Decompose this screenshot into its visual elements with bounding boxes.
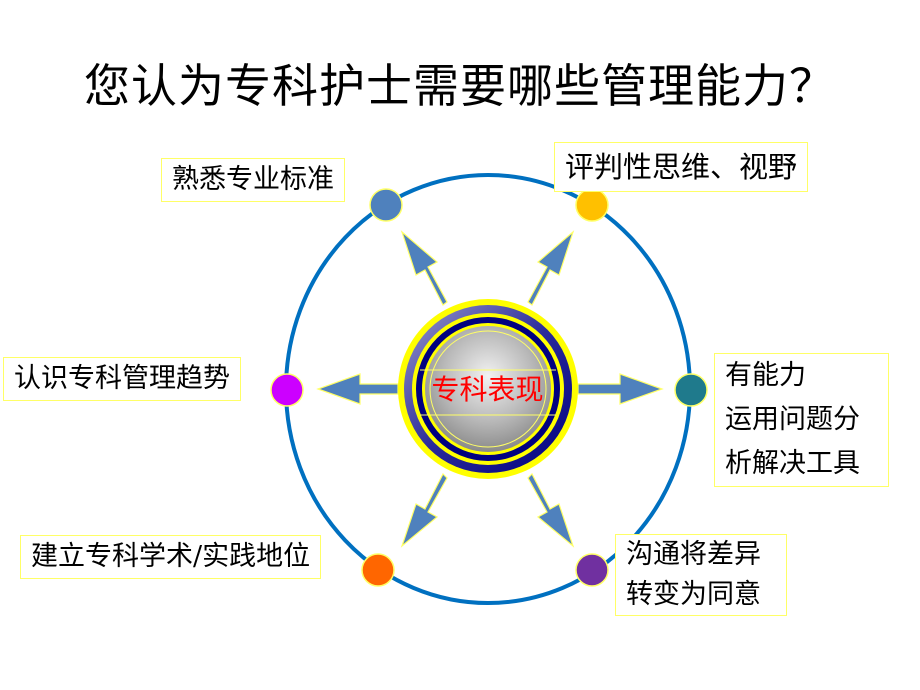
node-text-line: 转变为同意 [626, 579, 761, 610]
node-text-line: 析解决工具 [725, 448, 860, 479]
node-text-line: 有能力 [725, 360, 806, 391]
node-label-left: 认识专科管理趋势 [3, 357, 241, 401]
node-dot-top-left [369, 188, 403, 222]
node-text: 评判性思维、视野 [565, 150, 798, 184]
node-text-line: 运用问题分 [725, 404, 860, 435]
node-dot-top-right [575, 188, 609, 222]
node-text: 熟悉专业标准 [172, 164, 334, 195]
node-dot-left [270, 373, 304, 407]
node-text-line: 沟通将差异 [626, 539, 761, 570]
arrow-right [577, 373, 664, 405]
node-dot-bottom-left [361, 553, 395, 587]
arrow-bottom-right [527, 472, 575, 548]
node-text: 认识专科管理趋势 [14, 363, 230, 394]
node-text: 建立专科学术/实践地位 [31, 541, 311, 572]
arrow-bottom-left [400, 472, 448, 548]
arrow-top-left [400, 230, 448, 306]
node-label-top-left: 熟悉专业标准 [161, 158, 345, 202]
arrows [316, 230, 664, 548]
node-label-bottom-right: 沟通将差异 转变为同意 [615, 534, 787, 616]
node-label-bottom-left: 建立专科学术/实践地位 [20, 535, 322, 579]
slide-title: 您认为专科护士需要哪些管理能力？ [84, 59, 836, 113]
arrow-top-right [527, 230, 575, 306]
node-label-top-right: 评判性思维、视野 [554, 142, 809, 192]
arrow-left [316, 373, 399, 405]
center-label: 专科表现 [431, 373, 544, 406]
node-dot-bottom-right [575, 553, 609, 587]
node-dot-right [674, 373, 708, 407]
node-label-right: 有能力 运用问题分 析解决工具 [714, 353, 889, 487]
center-medallion [398, 299, 578, 479]
